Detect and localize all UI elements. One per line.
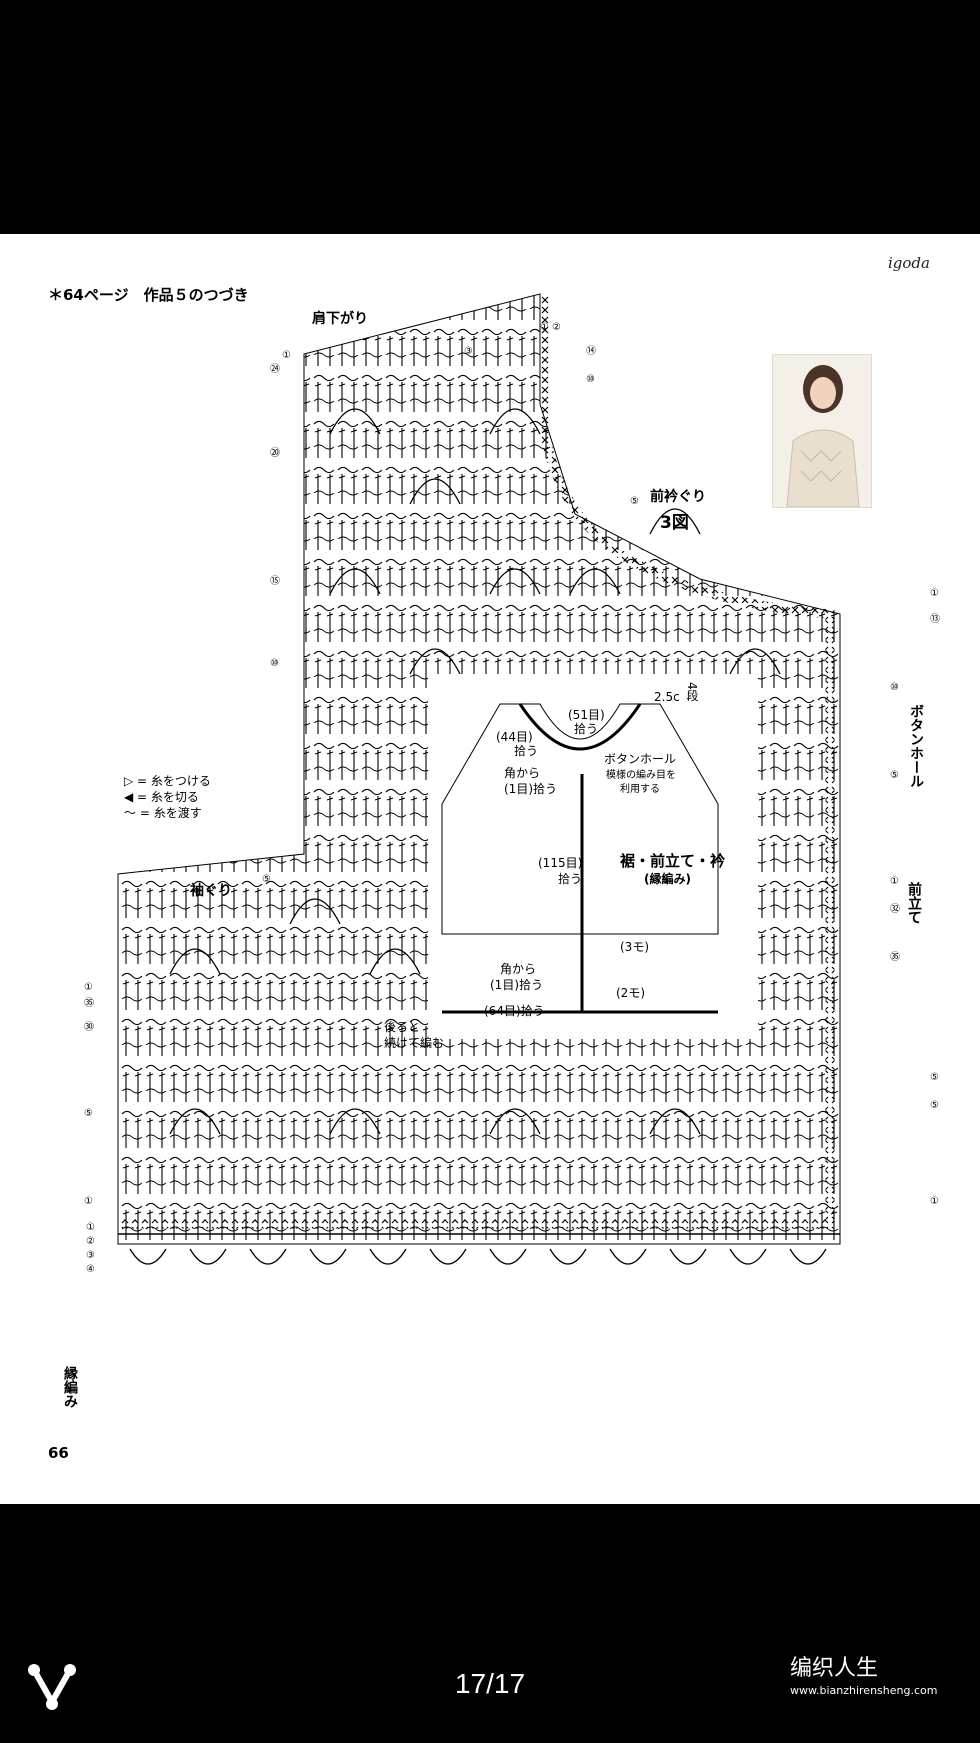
brand-logo-text: igoda	[888, 254, 930, 272]
neck-side-pickup: (44目)	[496, 730, 533, 744]
left-row-marker: ⑤	[84, 1108, 93, 1119]
crochet-chart	[117, 293, 841, 1265]
edging-label: 縁編み	[62, 1366, 78, 1408]
right-row-marker: ①	[930, 1196, 939, 1207]
corner-top-2: (1目)拾う	[504, 782, 557, 796]
collar-pickup: (51目)	[568, 708, 605, 722]
model-photo	[772, 354, 872, 508]
front-neckline-label: 前衿ぐり	[650, 489, 706, 505]
page-reference: ＊64ページ 作品５のつづき	[48, 286, 249, 304]
top-row-marker: ②	[552, 322, 561, 333]
top-row-marker: ⑭	[586, 346, 596, 357]
left-row-marker: ㉔	[270, 364, 280, 375]
fan-motifs	[169, 408, 781, 1135]
top-row-marker: ①	[540, 322, 549, 333]
left-row-marker: ①	[282, 350, 291, 361]
collar-width: 2.5c	[654, 690, 680, 704]
spacing-2: (2モ)	[616, 986, 645, 1000]
top-row-marker: ③	[464, 346, 473, 357]
spacing-3: (3モ)	[620, 940, 649, 954]
neck-side-pickup-verb: 拾う	[514, 744, 539, 758]
schematic-title: 裾・前立て・衿	[620, 852, 726, 870]
right-row-marker: ㉜	[890, 904, 900, 915]
edging-row-marker: ④	[86, 1264, 95, 1275]
right-row-marker: ㉟	[890, 952, 900, 963]
left-row-marker: ㉚	[84, 1022, 94, 1033]
back-note-1: 後ろと	[384, 1020, 421, 1034]
left-row-marker: ㉟	[84, 998, 94, 1009]
right-row-marker: ⑬	[930, 614, 940, 625]
site-name: 编织人生	[790, 1656, 879, 1681]
front-pickup-verb: 拾う	[558, 872, 583, 886]
buttonhole-label: ボタンホール	[908, 704, 924, 788]
corner-bottom-1: 角から	[500, 962, 537, 976]
left-row-marker: ①	[84, 982, 93, 993]
viewer-bottom-bar	[0, 1504, 980, 1743]
right-row-marker: ⑤	[930, 1072, 939, 1083]
right-row-marker: ①	[930, 588, 939, 599]
buttonhole-note-1: 模様の編み目を	[606, 770, 676, 781]
front-pickup: (115目)	[538, 856, 583, 870]
corner-top-1: 角から	[504, 766, 541, 780]
right-row-marker: ⑩	[890, 682, 899, 693]
top-row-marker: ⑩	[586, 374, 595, 385]
pattern-page: ＊64ページ 作品５のつづき igoda	[0, 234, 980, 1504]
left-row-marker: ⑤	[262, 874, 271, 885]
page-number: 66	[48, 1444, 69, 1462]
corner-bottom-2: (1目)拾う	[490, 978, 543, 992]
hem-pickup: (64目)拾う	[484, 1004, 545, 1018]
right-row-marker: ①	[890, 876, 899, 887]
right-row-marker: ⑤	[890, 770, 899, 781]
left-row-marker: ⑮	[270, 576, 280, 587]
top-row-marker: ⑤	[630, 496, 639, 507]
edging-row-marker: ②	[86, 1236, 95, 1247]
edging-row-marker: ③	[86, 1250, 95, 1261]
left-row-marker: ⑳	[270, 448, 280, 459]
collar-pickup-verb: 拾う	[574, 722, 599, 736]
left-row-marker: ⑩	[270, 658, 279, 669]
right-row-marker: ⑤	[930, 1100, 939, 1111]
site-watermark: 编织人生 www.bianzhirensheng.com	[790, 1650, 937, 1697]
left-row-marker: ①	[84, 1196, 93, 1207]
legend-attach: ▷ = 糸をつける	[124, 774, 211, 788]
buttonhole-note-2: 利用する	[620, 784, 660, 795]
cut-icon: ◀	[124, 790, 138, 804]
armhole-label: 袖ぐり	[190, 883, 232, 899]
edging-scallops	[129, 1248, 827, 1265]
front-band-stitches	[118, 294, 835, 1229]
inset-schematic	[428, 674, 758, 1039]
page-indicator: 17/17	[454, 1668, 526, 1699]
site-url: www.bianzhirensheng.com	[790, 1684, 938, 1697]
legend-cut: ◀ = 糸を切る	[124, 790, 199, 804]
legend-carry: 〜 = 糸を渡す	[124, 806, 202, 820]
carry-icon: 〜	[124, 806, 140, 820]
app-logo-icon[interactable]	[24, 1660, 80, 1720]
attach-icon: ▷	[124, 774, 138, 788]
figure-number: 3図	[660, 513, 689, 533]
back-note-2: 続けて編む	[384, 1036, 445, 1050]
shoulder-slope-label: 肩下がり	[312, 311, 368, 327]
collar-rows: 4段	[685, 682, 699, 702]
schematic-title-sub: (縁編み)	[644, 872, 691, 886]
edging-row-marker: ①	[86, 1222, 95, 1233]
model-photo-illustration	[773, 355, 871, 507]
schematic-buttonhole: ボタンホール	[604, 752, 677, 766]
front-band-label: 前立て	[906, 882, 922, 924]
